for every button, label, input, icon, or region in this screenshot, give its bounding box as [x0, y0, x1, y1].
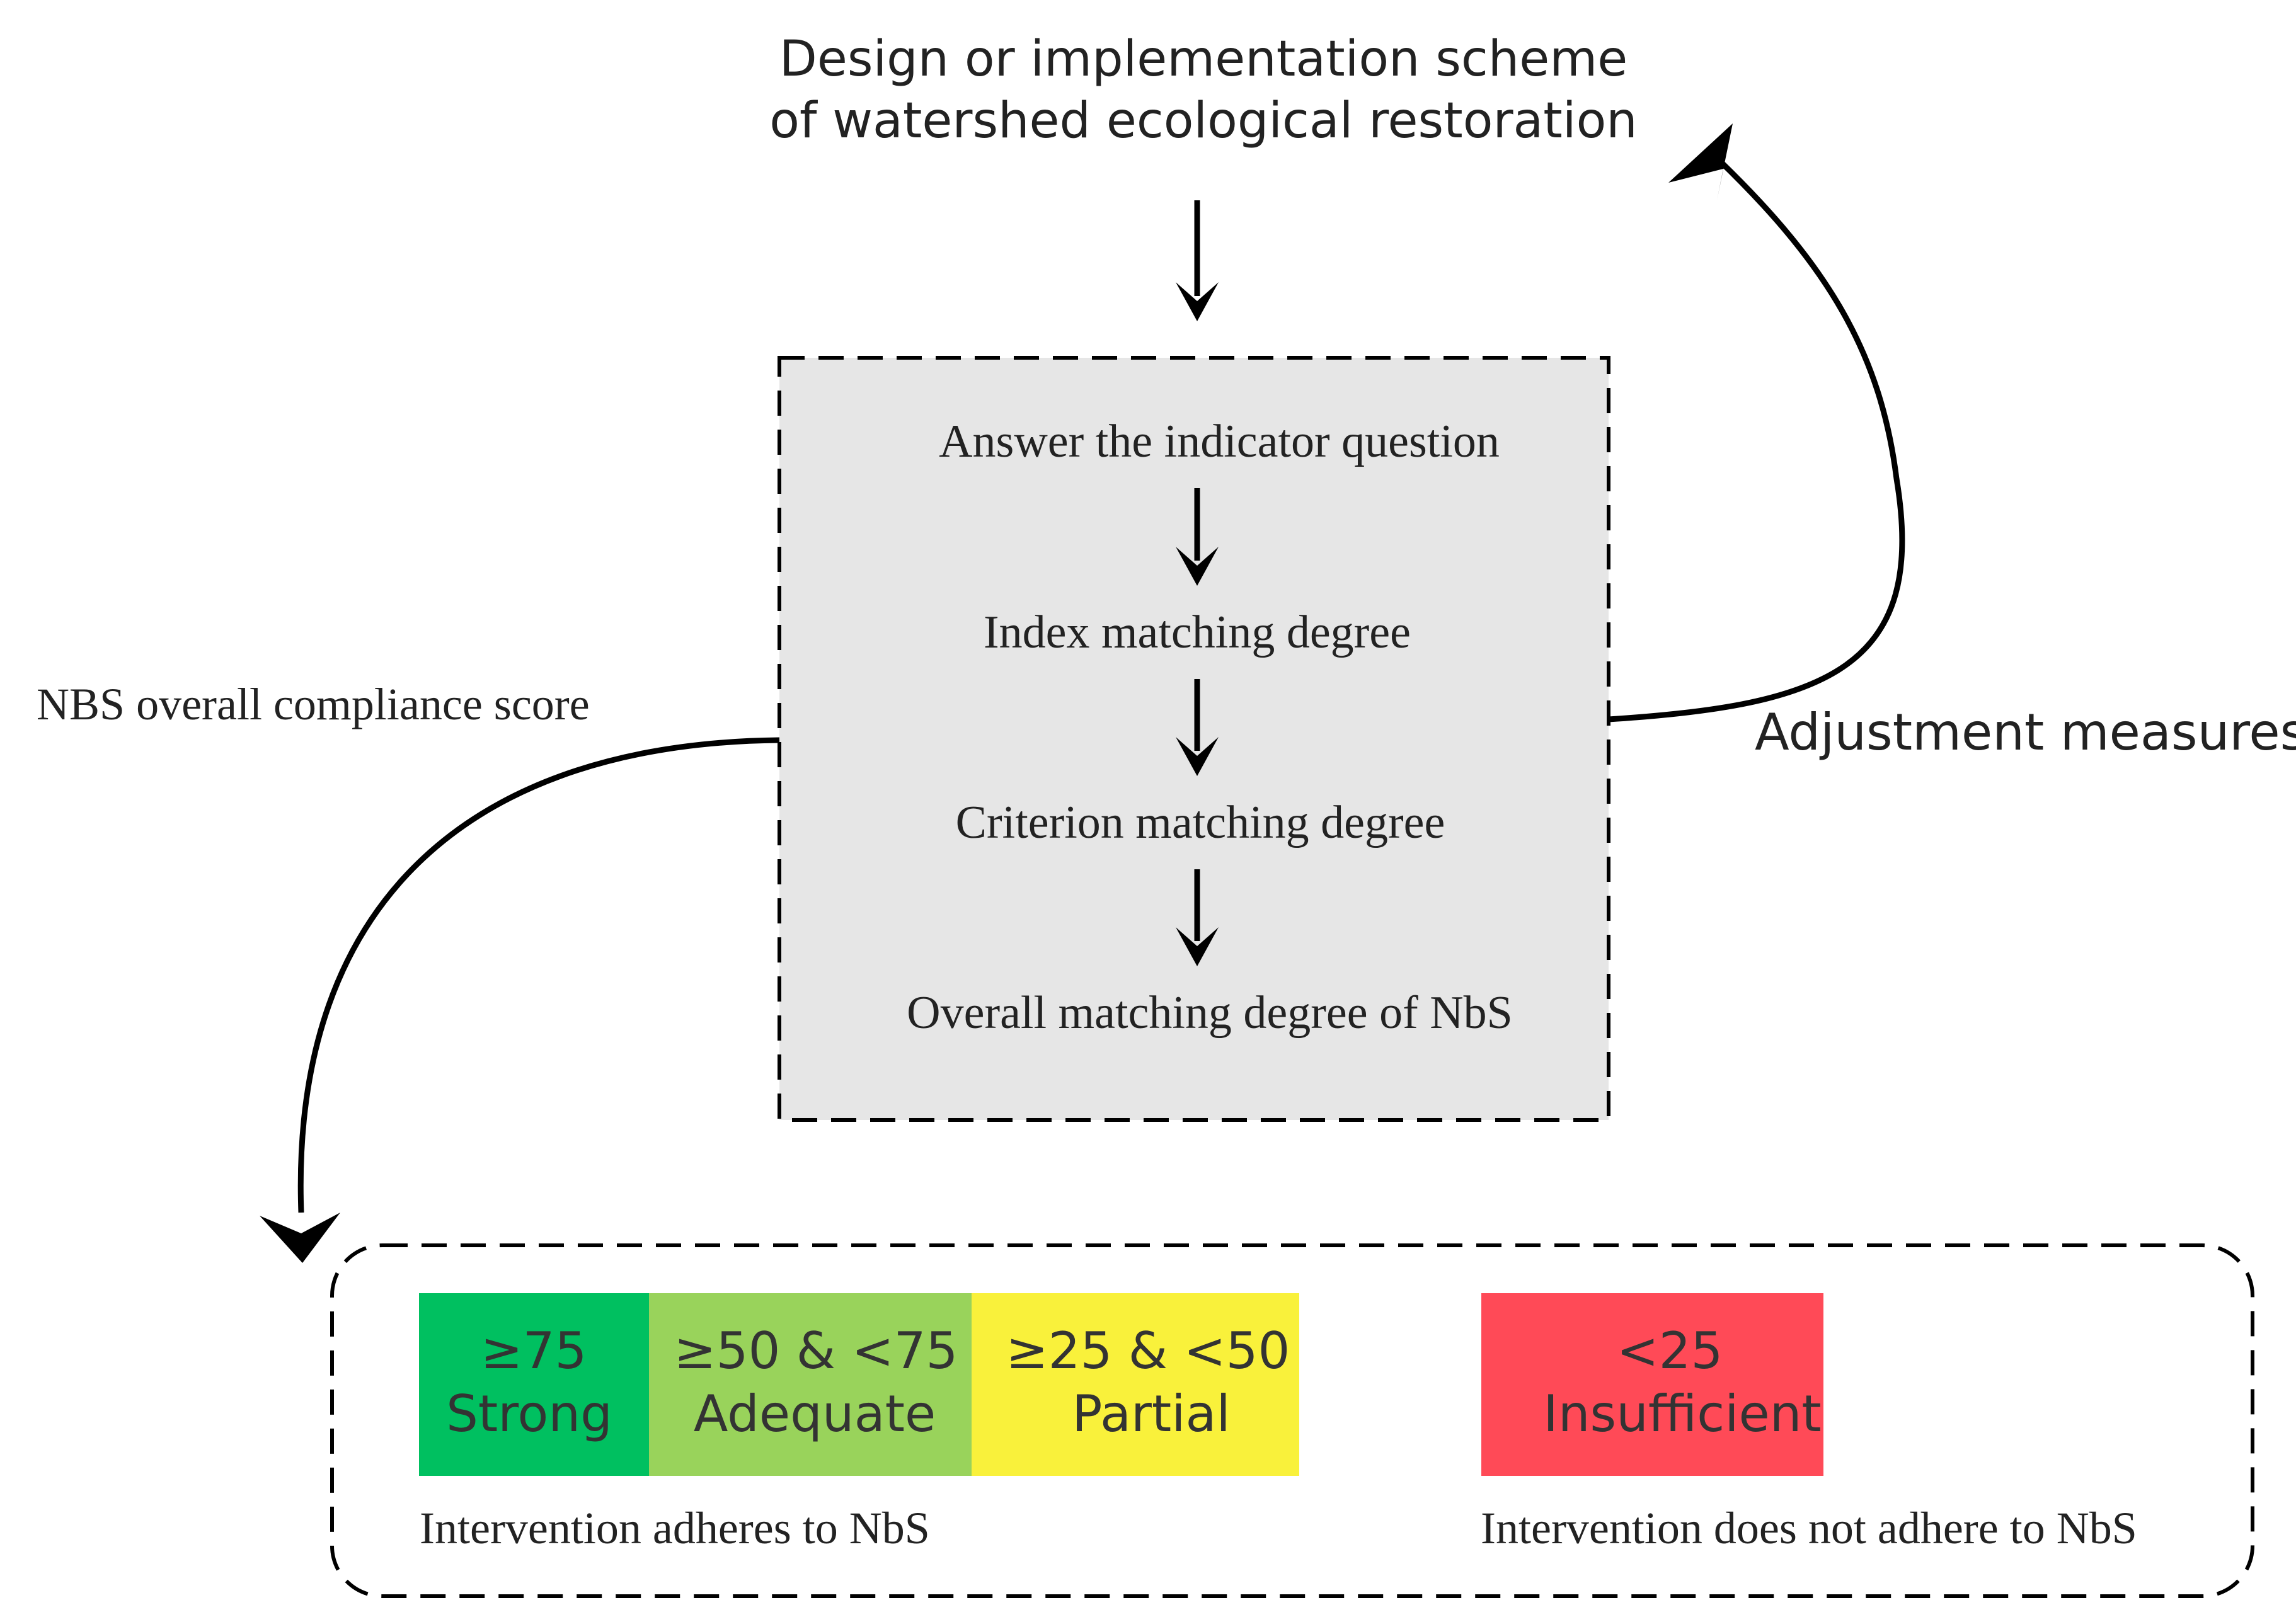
category-strong-label: Strong	[446, 1385, 612, 1443]
arrow-left-curve-to-scores	[260, 737, 780, 1263]
score-categories-box	[330, 1243, 2254, 1598]
left-label-compliance-score: NBS overall compliance score	[37, 679, 590, 729]
arrow-step-1-to-2	[1176, 488, 1219, 586]
category-insufficient-range: <25	[1617, 1322, 1723, 1380]
title-line-1: Design or implementation scheme	[779, 31, 1627, 88]
caption-does-not-adhere: Intervention does not adhere to NbS	[1481, 1503, 2137, 1553]
arrow-title-to-box	[1176, 200, 1219, 321]
category-partial-range: ≥25 & <50	[1006, 1322, 1290, 1380]
category-adequate-range: ≥50 & <75	[674, 1322, 958, 1380]
category-strong-range: ≥75	[481, 1322, 587, 1380]
category-strong-swatch	[419, 1293, 649, 1476]
arrow-right-curve-to-title	[1608, 123, 1905, 722]
arrow-step-3-to-4	[1176, 869, 1219, 966]
category-adequate-swatch	[649, 1293, 972, 1476]
category-partial: ≥25 & <50 Partial	[972, 1293, 1299, 1476]
step-answer-indicator-question: Answer the indicator question	[939, 416, 1500, 467]
category-insufficient-swatch	[1481, 1293, 1823, 1476]
category-strong: ≥75 Strong	[419, 1293, 649, 1476]
step-criterion-matching-degree: Criterion matching degree	[956, 797, 1445, 848]
step-index-matching-degree: Index matching degree	[984, 607, 1411, 658]
arrow-step-2-to-3	[1176, 679, 1219, 776]
process-box	[778, 356, 1610, 1122]
category-partial-swatch	[972, 1293, 1299, 1476]
step-overall-matching-degree: Overall matching degree of NbS	[907, 987, 1513, 1039]
category-adequate-label: Adequate	[694, 1385, 936, 1443]
right-label-adjustment-measures: Adjustment measures	[1755, 703, 2296, 762]
caption-adheres: Intervention adheres to NbS	[420, 1503, 930, 1553]
category-partial-label: Partial	[1072, 1385, 1230, 1443]
category-adequate: ≥50 & <75 Adequate	[649, 1293, 972, 1476]
title-line-2: of watershed ecological restoration	[769, 93, 1637, 149]
category-insufficient: <25 Insufficient	[1481, 1293, 1823, 1476]
category-insufficient-label: Insufficient	[1543, 1385, 1822, 1443]
